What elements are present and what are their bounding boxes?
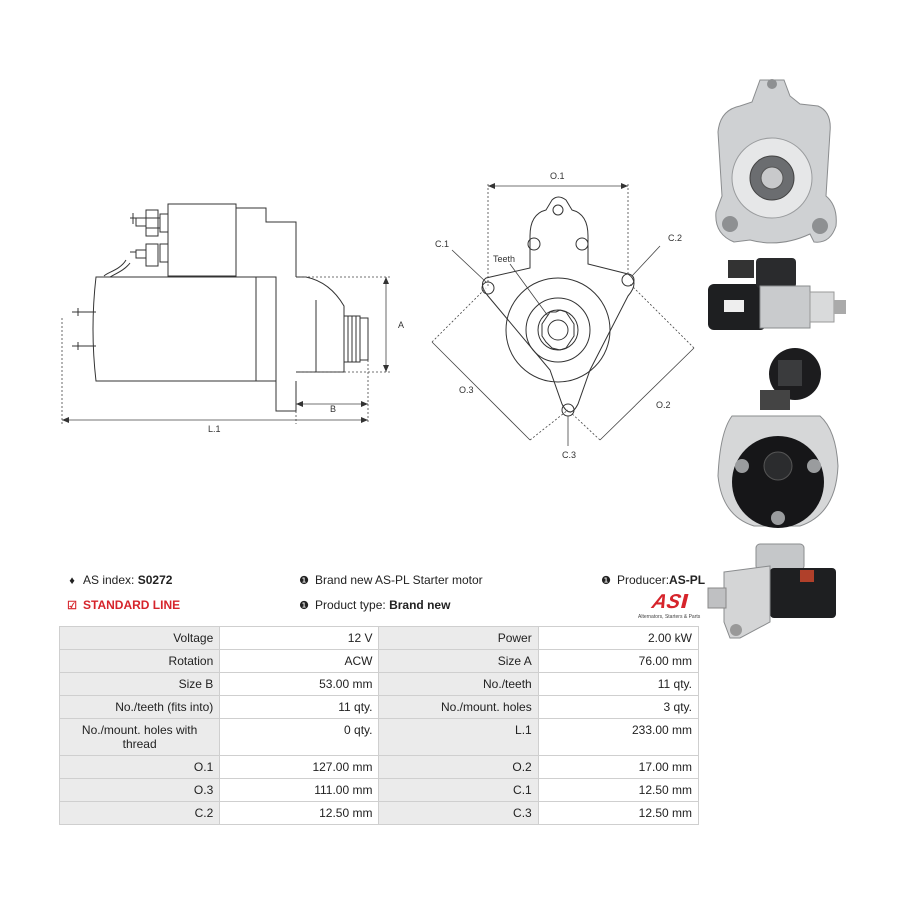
front-view — [481, 196, 635, 417]
spec-value: 233.00 mm — [537, 718, 700, 756]
spec-label: Power — [378, 626, 539, 650]
spec-label: No./teeth (fits into) — [58, 695, 221, 719]
dim-label-l1: L.1 — [208, 424, 221, 434]
side-view — [72, 203, 369, 412]
info-circle-icon: ❶ — [601, 575, 611, 587]
product-type: ❶ Product type: Brand new — [298, 598, 450, 612]
description-text: Brand new AS-PL Starter motor — [315, 573, 483, 587]
check-square-icon: ☑ — [67, 600, 77, 612]
spec-label: Size A — [378, 649, 539, 673]
spec-label: No./teeth — [378, 672, 539, 696]
spec-label: O.3 — [58, 778, 221, 802]
info-circle-icon: ❶ — [299, 575, 309, 587]
spec-value: 111.00 mm — [219, 778, 380, 802]
product-photo-rear — [700, 346, 850, 536]
producer: ❶ Producer:AS-PL — [600, 573, 705, 587]
info-circle-icon: ❶ — [299, 600, 309, 612]
svg-text:Alternators, Starters & Parts: Alternators, Starters & Parts — [638, 614, 701, 620]
spec-value: 12.50 mm — [219, 801, 380, 825]
product-type-label: Product type: — [315, 598, 386, 612]
dim-label-o1: O.1 — [550, 171, 565, 181]
dim-label-o3: O.3 — [459, 385, 474, 395]
dim-label-c3: C.3 — [562, 450, 576, 460]
standard-line-label: STANDARD LINE — [83, 598, 181, 612]
spec-value: 12.50 mm — [537, 778, 700, 802]
spec-value: 11 qty. — [219, 695, 380, 719]
spec-label: L.1 — [378, 718, 539, 756]
spec-value: ACW — [219, 649, 380, 673]
spec-label: Size B — [58, 672, 221, 696]
spec-label: Rotation — [58, 649, 221, 673]
as-pl-logo: AS Alternators, Starters & Parts — [638, 591, 701, 620]
spec-value: 2.00 kW — [537, 626, 700, 650]
spec-label: C.1 — [378, 778, 539, 802]
spec-value: 17.00 mm — [537, 755, 700, 779]
spec-label: C.2 — [58, 801, 221, 825]
dim-label-b: B — [330, 404, 336, 414]
product-photo-angle — [700, 542, 850, 642]
product-description: ❶ Brand new AS-PL Starter motor — [298, 573, 483, 587]
tag-icon: ♦ — [69, 575, 75, 587]
svg-text:AS: AS — [649, 591, 684, 613]
product-photo-side — [700, 256, 850, 336]
standard-line: ☑ STANDARD LINE — [66, 598, 180, 612]
dim-label-a: A — [398, 320, 404, 330]
spec-value: 11 qty. — [537, 672, 700, 696]
spec-label: O.1 — [58, 755, 221, 779]
dim-label-o2: O.2 — [656, 400, 671, 410]
spec-value: 3 qty. — [537, 695, 700, 719]
spec-value: 53.00 mm — [219, 672, 380, 696]
technical-drawing: A B L.1 O.1 C.1 C.2 Teeth O.3 O.2 C.3 — [61, 171, 695, 460]
spec-value: 127.00 mm — [219, 755, 380, 779]
spec-label: No./mount. holes with thread — [58, 718, 221, 756]
producer-value: AS-PL — [669, 573, 706, 587]
spec-value: 12.50 mm — [537, 801, 700, 825]
producer-label: Producer: — [617, 573, 670, 587]
spec-label: No./mount. holes — [378, 695, 539, 719]
as-index-value: S0272 — [137, 573, 173, 587]
spec-label: C.3 — [378, 801, 539, 825]
as-index: ♦ AS index: S0272 — [66, 573, 172, 587]
dim-label-teeth: Teeth — [493, 254, 515, 264]
spec-value: 12 V — [219, 626, 380, 650]
dim-label-c2: C.2 — [668, 233, 682, 243]
spec-value: 76.00 mm — [537, 649, 700, 673]
dim-label-c1: C.1 — [435, 239, 449, 249]
as-index-label: AS index: — [83, 573, 135, 587]
product-type-value: Brand new — [389, 598, 451, 612]
spec-label: O.2 — [378, 755, 539, 779]
spec-label: Voltage — [58, 626, 221, 650]
product-photo-front — [700, 76, 850, 256]
spec-row: No./teeth (fits into)11 qty.No./mount. h… — [58, 695, 700, 719]
spec-value: 0 qty. — [219, 718, 380, 756]
